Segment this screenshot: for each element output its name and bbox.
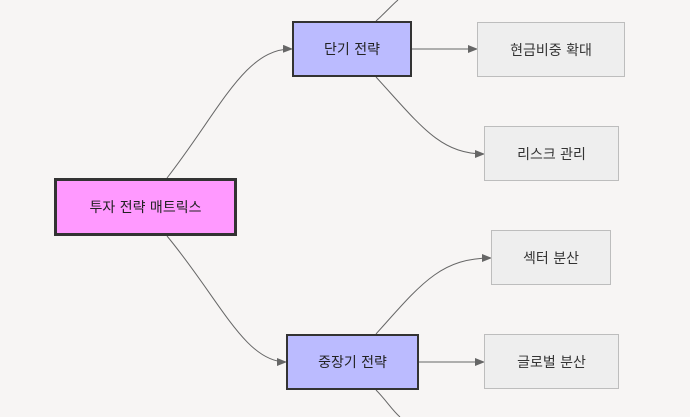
root-node-label: 투자 전략 매트릭스 [89, 200, 202, 216]
edge-root-to-mid-long-term [166, 235, 287, 366]
short-term-strategy-label: 단기 전략 [324, 42, 380, 58]
cash-ratio-node[interactable]: 현금비중 확대 [477, 22, 625, 77]
edge-short-term-to-risk [375, 76, 485, 158]
short-term-strategy-node[interactable]: 단기 전략 [292, 21, 412, 77]
mid-long-term-strategy-node[interactable]: 중장기 전략 [286, 334, 419, 390]
edge-mid-long-downward [375, 389, 401, 417]
root-node[interactable]: 투자 전략 매트릭스 [54, 178, 237, 236]
risk-management-node[interactable]: 리스크 관리 [484, 126, 619, 181]
risk-management-label: 리스크 관리 [517, 146, 586, 163]
sector-diversification-node[interactable]: 섹터 분산 [491, 230, 611, 285]
global-diversification-label: 글로벌 분산 [517, 354, 586, 371]
edge-mid-long-to-sector [375, 254, 492, 335]
sector-diversification-label: 섹터 분산 [523, 250, 579, 267]
cash-ratio-label: 현금비중 확대 [510, 42, 592, 59]
mid-long-term-strategy-label: 중장기 전략 [318, 355, 387, 371]
global-diversification-node[interactable]: 글로벌 분산 [484, 334, 619, 389]
edge-short-term-upward [375, 0, 399, 22]
edge-root-to-short-term [166, 44, 293, 179]
